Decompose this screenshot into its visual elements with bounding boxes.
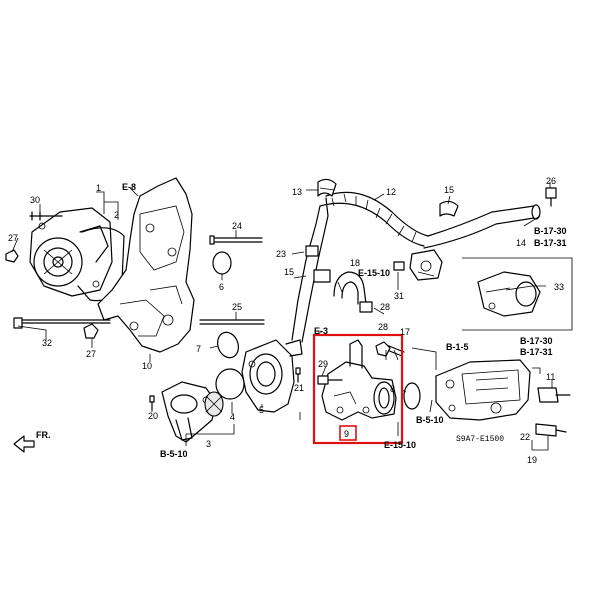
bolt-29 [317,375,343,385]
ref-e3: E-3 [314,326,328,336]
part-number-20: 20 [148,411,158,421]
clamp-13 [317,178,337,197]
part-number-3: 3 [206,439,211,449]
part-number-14: 14 [516,238,526,248]
ref-e15-10-bottom: E-15-10 [384,440,416,450]
bolt-28-top [359,301,373,313]
part-9-outlet [321,339,397,421]
diagram-code: S9A7-E1500 [456,435,504,444]
sensor-22 [535,423,567,437]
bracket [435,359,531,421]
o-ring-6 [212,251,232,275]
ref-b1-5: B-1-5 [446,342,469,352]
sensor-11 [537,387,571,403]
pipe-left-lower [291,197,329,343]
o-ring-8 [403,382,421,410]
part-number-12: 12 [386,187,396,197]
ref-b5-10-right: B-5-10 [416,415,444,425]
bolt-30 [29,211,63,221]
thermostat [204,391,224,417]
part-number-23: 23 [276,249,286,259]
highlight-box [312,333,404,445]
part-number-2: 2 [114,210,119,220]
ref-b17-31-top: B-17-31 [534,238,567,248]
part-number-26: 26 [546,176,556,186]
part-number-25: 25 [232,302,242,312]
ref-b5-10-left: B-5-10 [160,449,188,459]
part-33-box [462,257,573,331]
ref-e8: E-8 [122,182,136,192]
part-number-30: 30 [30,195,40,205]
part-number-27-left: 27 [8,233,18,243]
bolt-24 [209,235,263,245]
highlight-label-box [339,425,357,441]
part-number-28-top: 28 [380,302,390,312]
bolt-25 [199,319,265,325]
clamp-15-top [439,200,459,217]
bolt-21 [295,367,301,383]
part-number-28-box: 28 [378,322,388,332]
bolt-26 [545,187,557,207]
part-number-6: 6 [219,282,224,292]
part-number-29: 29 [318,359,328,369]
clamp-15-middle [313,269,331,283]
part-number-33: 33 [554,282,564,292]
part-number-21: 21 [294,383,304,393]
hose-18 [333,271,367,305]
part-number-1: 1 [96,183,101,193]
clamp-23 [305,245,319,257]
part-number-7: 7 [196,344,201,354]
water-pump [29,207,113,297]
hose-12 [319,191,429,247]
ref-b17-30-mid: B-17-30 [520,336,553,346]
engine-cover [97,177,195,353]
part-number-10: 10 [142,361,152,371]
bolt-32 [13,317,111,329]
bolt-28-box [375,341,391,357]
ref-fr: FR. [36,430,51,440]
part-number-22: 22 [520,432,530,442]
part-number-24: 24 [232,221,242,231]
part-number-4: 4 [230,412,235,422]
part-number-15-top: 15 [444,185,454,195]
part-number-8: 8 [390,384,395,394]
part-number-11: 11 [546,372,555,382]
thermostat-housing [161,381,217,443]
connector-31 [393,249,443,281]
part-number-18: 18 [350,258,360,268]
part-number-17: 17 [400,327,410,337]
pipe-14 [423,204,541,249]
part-number-13: 13 [292,187,302,197]
part-number-32: 32 [42,338,52,348]
part-number-31: 31 [394,291,404,301]
leader-lines [11,182,553,451]
water-passage [241,339,303,413]
part-number-5: 5 [259,405,264,415]
part-number-15-middle: 15 [284,267,294,277]
part-number-27-bottom: 27 [86,349,96,359]
front-arrow-icon [13,435,35,453]
nut-27-bottom [83,323,99,339]
ref-b17-31-mid: B-17-31 [520,347,553,357]
ref-e15-10-top: E-15-10 [358,268,390,278]
part-number-19: 19 [527,455,537,465]
ref-b17-30-top: B-17-30 [534,226,567,236]
part-number-9: 9 [344,429,349,439]
o-ring-7 [217,331,239,359]
